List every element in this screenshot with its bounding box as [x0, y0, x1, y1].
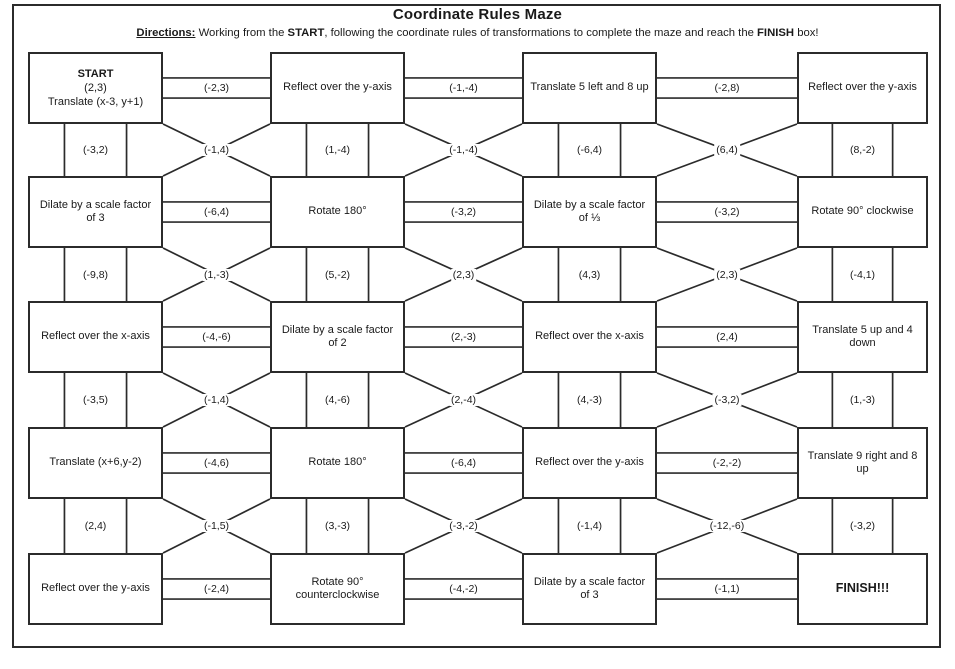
maze-box-label: Dilate by a scale factor of 2: [281, 323, 394, 350]
maze-box-r5c3[interactable]: Dilate by a scale factor of 3: [522, 553, 657, 625]
maze-box-r3c2[interactable]: Dilate by a scale factor of 2: [270, 301, 405, 373]
maze-box-r1c2[interactable]: Reflect over the y-axis: [270, 52, 405, 124]
directions-text: Directions: Working from the START, foll…: [26, 26, 929, 40]
maze-box-label: Translate (x+6,y-2): [49, 456, 142, 469]
h-edge-label-r3-3: (2,4): [714, 331, 740, 343]
v-edge-label-r1-c2: (1,-4): [322, 144, 353, 156]
maze-box-label: Reflect over the x-axis: [41, 330, 150, 343]
diag-edge-label-r2-2: (2,3): [450, 268, 477, 281]
maze-box-r3c1[interactable]: Reflect over the x-axis: [28, 301, 163, 373]
v-edge-label-r2-c1: (-9,8): [80, 268, 111, 281]
maze-box-label: Rotate 180°: [308, 456, 367, 469]
h-edge-label-r5-2: (-4,-2): [447, 583, 480, 595]
diag-edge-label-r3-3: (-3,2): [712, 394, 742, 406]
maze-box-label: Translate 5 up and 4 down: [812, 323, 913, 350]
v-edge-label-r3-c2: (4,-6): [322, 394, 353, 406]
start-coordinate: (2,3): [84, 82, 107, 94]
v-edge-label-r2-c2: (5,-2): [322, 268, 353, 281]
v-edge-label-r4-c2: (3,-3): [322, 520, 353, 532]
maze-box-r2c1[interactable]: Dilate by a scale factor of 3: [28, 176, 163, 248]
maze-box-r4c2[interactable]: Rotate 180°: [270, 427, 405, 499]
maze-box-label: Reflect over the y-axis: [535, 456, 644, 469]
maze-box-label: Reflect over the y-axis: [808, 81, 917, 94]
v-edge-label-r4-c3: (-1,4): [574, 520, 605, 532]
v-edge-label-r4-c1: (2,4): [82, 520, 109, 532]
diag-edge-label-r4-1: (-1,5): [201, 520, 232, 532]
maze-box-label: FINISH!!!: [835, 581, 890, 596]
v-edge-label-r3-c1: (-3,5): [80, 394, 111, 406]
maze-box-r2c2[interactable]: Rotate 180°: [270, 176, 405, 248]
diag-edge-label-r1-3: (6,4): [714, 144, 740, 156]
h-edge-label-r2-2: (-3,2): [448, 206, 479, 218]
maze-box-r2c3[interactable]: Dilate by a scale factor of ⅓: [522, 176, 657, 248]
h-edge-label-r2-3: (-3,2): [712, 206, 742, 218]
v-edge-label-r2-c3: (4,3): [576, 268, 603, 281]
directions-label: Directions:: [136, 27, 196, 39]
h-edge-label-r1-1: (-2,3): [201, 82, 232, 94]
maze-box-r5c1[interactable]: Reflect over the y-axis: [28, 553, 163, 625]
maze-box-label: Reflect over the y-axis: [41, 582, 150, 595]
maze-box-label: Rotate 90° counterclockwise: [295, 575, 380, 602]
maze-box-r2c4[interactable]: Rotate 90° clockwise: [797, 176, 928, 248]
page-title: Coordinate Rules Maze: [392, 6, 563, 23]
maze-box-label: Translate 5 left and 8 up: [530, 81, 649, 94]
v-edge-label-r3-c3: (4,-3): [574, 394, 605, 406]
diag-edge-label-r4-3: (-12,-6): [707, 520, 747, 532]
diag-edge-label-r2-3: (2,3): [714, 268, 740, 281]
maze-box-label: Translate 9 right and 8 up: [807, 449, 918, 476]
page-border: [12, 4, 941, 648]
h-edge-label-r5-1: (-2,4): [201, 583, 232, 595]
h-edge-label-r5-3: (-1,1): [712, 583, 742, 595]
maze-box-label: Dilate by a scale factor of 3: [39, 198, 152, 225]
maze-box-r1c4[interactable]: Reflect over the y-axis: [797, 52, 928, 124]
maze-box-label: Dilate by a scale factor of ⅓: [533, 198, 646, 225]
v-edge-label-r1-c1: (-3,2): [80, 144, 111, 156]
maze-box-label: Rotate 90° clockwise: [811, 205, 914, 218]
h-edge-label-r1-2: (-1,-4): [447, 82, 480, 94]
v-edge-label-r2-c4: (-4,1): [847, 268, 878, 281]
maze-box-r5c2[interactable]: Rotate 90° counterclockwise: [270, 553, 405, 625]
diag-edge-label-r1-1: (-1,4): [201, 144, 232, 156]
diag-edge-label-r3-2: (2,-4): [448, 394, 479, 406]
h-edge-label-r3-1: (-4,-6): [200, 331, 233, 343]
h-edge-label-r2-1: (-6,4): [201, 206, 232, 218]
maze-box-label: Reflect over the x-axis: [535, 330, 644, 343]
maze-box-r1c3[interactable]: Translate 5 left and 8 up: [522, 52, 657, 124]
h-edge-label-r4-1: (-4,6): [201, 457, 232, 469]
v-edge-label-r1-c3: (-6,4): [574, 144, 605, 156]
maze-box-label: Reflect over the y-axis: [283, 81, 392, 94]
diag-edge-label-r4-2: (-3,-2): [447, 520, 480, 532]
directions-start-word: START: [287, 27, 325, 39]
maze-box-r4c4[interactable]: Translate 9 right and 8 up: [797, 427, 928, 499]
h-edge-label-r3-2: (2,-3): [448, 331, 479, 343]
maze-box-label: Dilate by a scale factor of 3: [533, 575, 646, 602]
directions-part1: Working from the: [195, 27, 288, 39]
start-heading: START: [77, 68, 114, 80]
directions-finish-word: FINISH: [757, 27, 795, 39]
h-edge-label-r4-3: (-2,-2): [710, 457, 744, 469]
directions-part3: box!: [794, 27, 819, 39]
maze-box-r4c1[interactable]: Translate (x+6,y-2): [28, 427, 163, 499]
maze-box-r3c4[interactable]: Translate 5 up and 4 down: [797, 301, 928, 373]
v-edge-label-r3-c4: (1,-3): [847, 394, 878, 406]
v-edge-label-r1-c4: (8,-2): [847, 144, 878, 156]
maze-box-r1c1[interactable]: START (2,3) Translate (x-3, y+1): [28, 52, 163, 124]
maze-box-r3c3[interactable]: Reflect over the x-axis: [522, 301, 657, 373]
h-edge-label-r4-2: (-6,4): [448, 457, 479, 469]
start-rule: Translate (x-3, y+1): [47, 96, 144, 108]
diag-edge-label-r2-1: (1,-3): [201, 268, 232, 281]
v-edge-label-r4-c4: (-3,2): [847, 520, 878, 532]
maze-box-r5c4[interactable]: FINISH!!!: [797, 553, 928, 625]
diag-edge-label-r1-2: (-1,-4): [447, 144, 480, 156]
maze-box-label: Rotate 180°: [308, 205, 367, 218]
maze-box-r4c3[interactable]: Reflect over the y-axis: [522, 427, 657, 499]
directions-part2: , following the coordinate rules of tran…: [324, 27, 758, 39]
h-edge-label-r1-3: (-2,8): [712, 82, 742, 94]
diag-edge-label-r3-1: (-1,4): [201, 394, 232, 406]
